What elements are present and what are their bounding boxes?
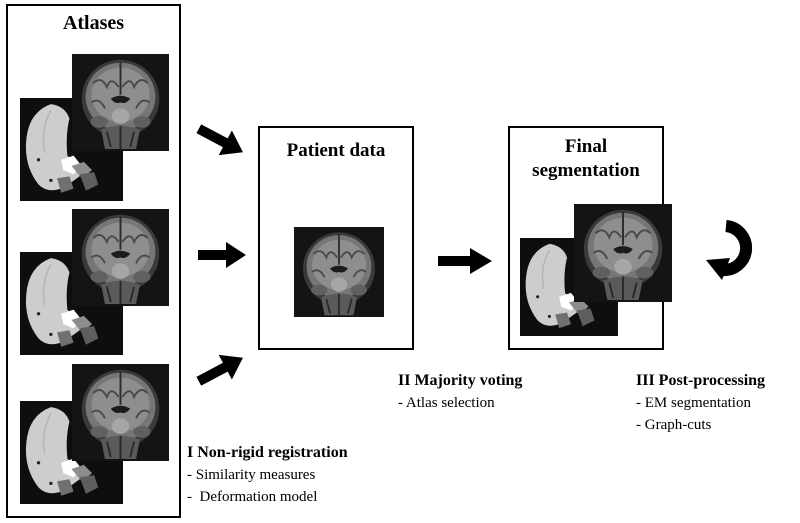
patient-data-panel: Patient data <box>258 126 414 350</box>
step-3-item-2: - Graph-cuts <box>636 417 712 433</box>
circular-arrow-icon <box>706 220 753 280</box>
final-mri-image <box>574 204 672 302</box>
step-1-caption: I Non-rigid registration - Similarity me… <box>187 442 407 508</box>
patient-data-title: Patient data <box>286 140 386 161</box>
step-1-item-2: - Deformation model <box>187 489 318 505</box>
step-1-item-1: - Similarity measures <box>187 467 316 483</box>
right-arrow-icon <box>196 354 243 386</box>
step-2-item-1: - Atlas selection <box>398 395 495 411</box>
right-arrow-icon <box>196 124 243 156</box>
atlas-3-mri-image <box>72 364 169 461</box>
atlases-panel: Atlases <box>6 4 181 518</box>
step-2-heading: II Majority voting <box>398 372 523 389</box>
right-arrow-icon <box>198 242 246 268</box>
right-arrow-icon <box>438 248 492 274</box>
atlases-title: Atlases <box>62 12 125 34</box>
step-1-heading: I Non-rigid registration <box>187 444 348 461</box>
step-3-item-1: - EM segmentation <box>636 395 751 411</box>
step-2-caption: II Majority voting - Atlas selection <box>398 370 588 414</box>
final-segmentation-title-line1: Final <box>564 136 608 157</box>
final-segmentation-title-line2: segmentation <box>532 160 640 181</box>
step-3-heading: III Post-processing <box>636 372 766 389</box>
atlas-1-mri-image <box>72 54 169 151</box>
atlas-2-mri-image <box>72 209 169 306</box>
patient-mri-image <box>294 218 384 326</box>
step-3-caption: III Post-processing - EM segmentation - … <box>636 370 800 436</box>
